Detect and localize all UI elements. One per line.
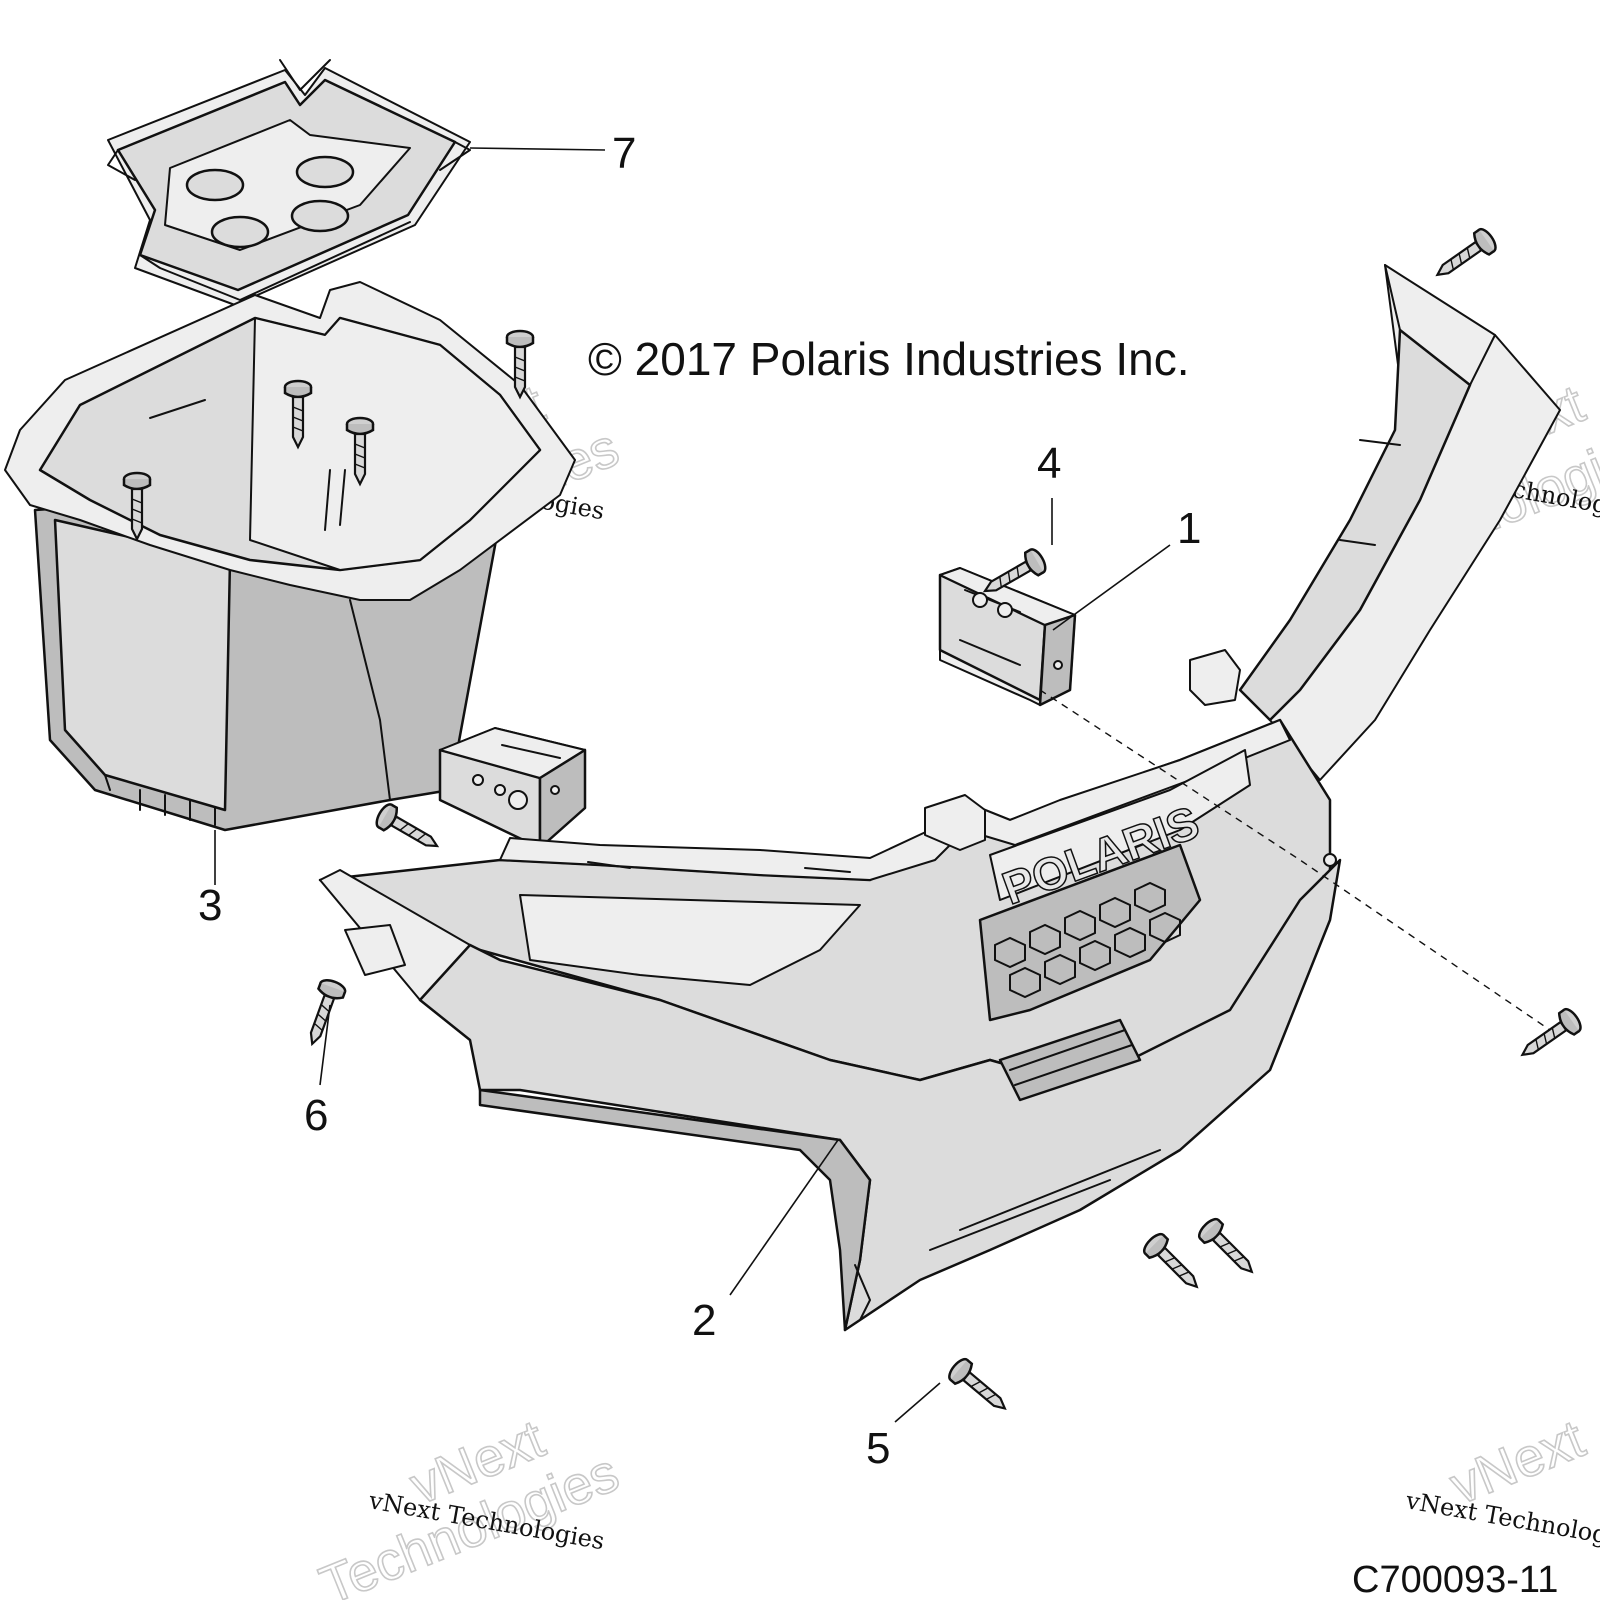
part-1-bracket [938, 567, 1077, 707]
leader-line-5 [894, 1382, 941, 1423]
callout-1: 1 [1177, 504, 1201, 553]
watermark-bottom-left: vNext Technologies vNext Technologies [311, 1408, 627, 1600]
screw-icon [1513, 1005, 1586, 1067]
screw-icon [372, 800, 445, 859]
screw-icon [1428, 225, 1501, 287]
figure-code: C700093-11 [1352, 1559, 1558, 1600]
watermark-bottom-right: vNext vNext Technologies [1403, 1408, 1600, 1555]
screw-icon [298, 976, 349, 1050]
leader-line-2 [729, 1139, 839, 1296]
screw-icon [1139, 1229, 1208, 1298]
leader-line-6 [319, 1004, 331, 1086]
part-3-storage-bin [4, 281, 576, 832]
part-2-front-bumper: POLARIS [318, 264, 1561, 1332]
callout-7: 7 [612, 129, 636, 178]
leader-line-7 [469, 147, 606, 151]
leader-line-1 [1052, 544, 1171, 631]
callout-6: 6 [304, 1091, 328, 1140]
callout-5: 5 [866, 1424, 890, 1473]
honeycomb-grille [994, 881, 1181, 999]
callout-3: 3 [198, 881, 222, 930]
alignment-line [1039, 689, 1551, 1031]
callout-4: 4 [1037, 439, 1061, 488]
copyright-notice: © 2017 Polaris Industries Inc. [588, 333, 1190, 385]
part-7-tray [107, 59, 471, 306]
bracket-left [438, 727, 587, 850]
screw-icon [944, 1354, 1015, 1420]
screw-icon [1194, 1214, 1263, 1283]
callout-2: 2 [692, 1296, 716, 1345]
